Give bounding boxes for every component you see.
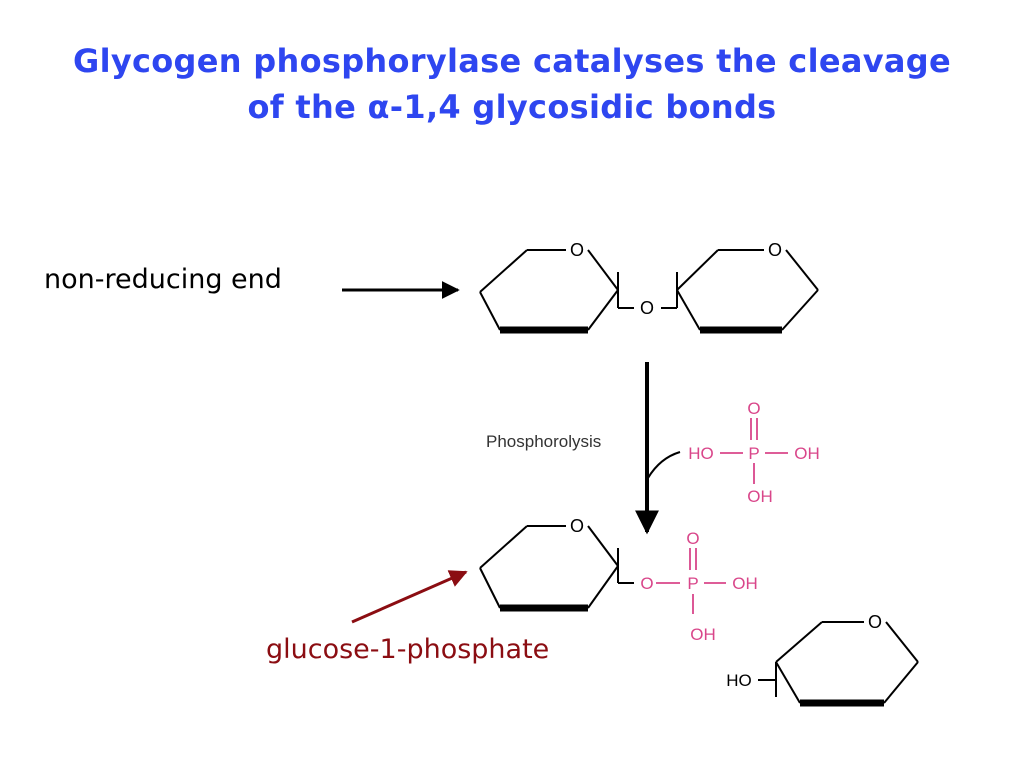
phosphate-bottom-oh: OH	[690, 625, 716, 644]
phosphoric-acid	[720, 418, 788, 484]
phosphoric-acid-bottom-oh: OH	[747, 487, 773, 506]
phosphoric-acid-double-oxygen: O	[747, 399, 760, 418]
phosphate-phosphorus: P	[687, 574, 698, 593]
phosphate-entry-curve	[647, 451, 681, 479]
glucose-1-phosphate-label: glucose-1-phosphate	[266, 634, 550, 665]
title-line-2: of the α-1,4 glycosidic bonds	[247, 88, 777, 126]
phosphoric-acid-right-oh: OH	[794, 444, 820, 463]
glucose-1-phosphate-arrow	[351, 570, 468, 624]
phosphoric-acid-left-ho: HO	[688, 444, 714, 463]
remaining-chain-ring-oxygen: O	[868, 612, 882, 632]
glucose-1-phosphate-ring	[479, 525, 634, 612]
top-left-ring-oxygen: O	[570, 240, 584, 260]
glucose-1-phosphate-ring-oxygen: O	[570, 516, 584, 536]
title-line-1: Glycogen phosphorylase catalyses the cle…	[73, 42, 951, 80]
phosphorolysis-label: Phosphorolysis	[486, 432, 601, 451]
page-title: Glycogen phosphorylase catalyses the cle…	[0, 38, 1024, 130]
top-right-glucose-ring	[661, 249, 819, 334]
remaining-chain-glucose-ring	[758, 621, 919, 707]
phosphate-ester-oxygen: O	[640, 574, 653, 593]
remaining-chain-ho: HO	[726, 671, 752, 690]
phosphate-group	[656, 548, 726, 614]
top-right-ring-oxygen: O	[768, 240, 782, 260]
top-left-glucose-ring	[479, 249, 634, 334]
non-reducing-end-label: non-reducing end	[44, 264, 282, 295]
phosphate-double-oxygen: O	[686, 529, 699, 548]
phosphate-right-oh: OH	[732, 574, 758, 593]
phosphoric-acid-phosphorus: P	[748, 444, 759, 463]
glycosidic-bridge-oxygen: O	[640, 298, 654, 318]
